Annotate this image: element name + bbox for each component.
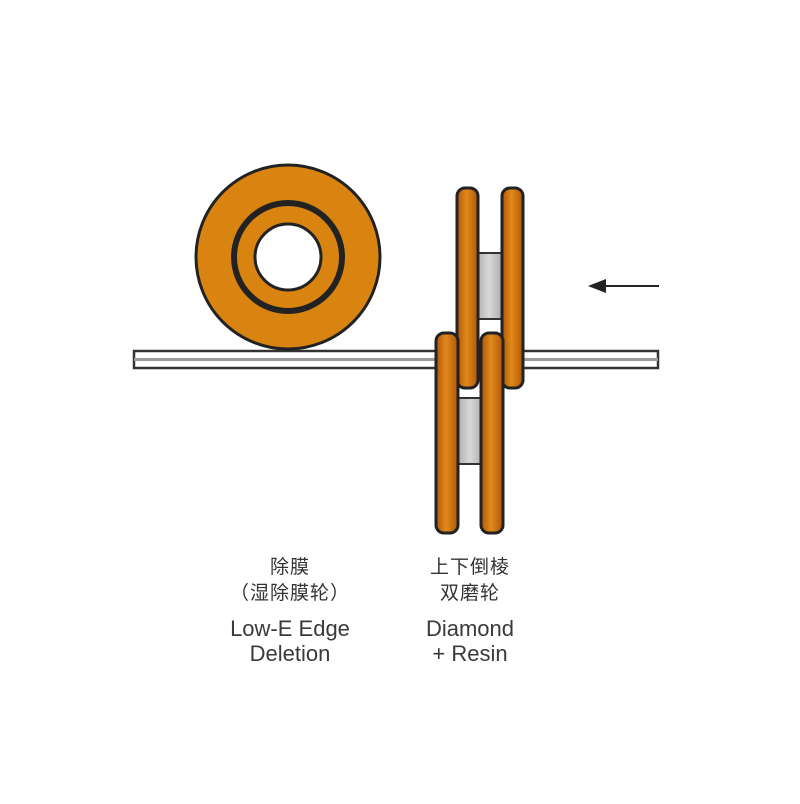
lower-disc-left xyxy=(434,331,460,535)
grinding-wheel-zh-title: 上下倒棱 xyxy=(429,556,510,578)
grinding-wheel-zh-subtitle: 双磨轮 xyxy=(439,582,500,604)
edge-deletion-wheel xyxy=(194,163,382,351)
lower-grinding-wheel xyxy=(434,331,505,535)
arrow-left-icon xyxy=(588,279,659,293)
edge-deletion-zh-subtitle: （湿除膜轮） xyxy=(229,582,350,604)
grinding-wheel-label: 上下倒棱 双磨轮 Diamond + Resin xyxy=(370,554,570,666)
edge-deletion-zh-title: 除膜 xyxy=(269,556,310,578)
grinding-wheel-en-line2: + Resin xyxy=(432,641,508,666)
edge-deletion-en-line2: Deletion xyxy=(249,641,331,666)
edge-deletion-en-line1: Low-E Edge xyxy=(230,616,350,641)
deletion-wheel-hole xyxy=(253,222,323,292)
upper-grinding-wheel xyxy=(455,186,525,390)
grinding-wheel-en-line1: Diamond xyxy=(425,616,515,641)
lower-disc-right xyxy=(479,331,505,535)
edge-deletion-label: 除膜 （湿除膜轮） Low-E Edge Deletion xyxy=(190,554,390,666)
upper-disc-right xyxy=(500,186,525,390)
deletion-wheel-ring xyxy=(231,200,345,314)
glass-sheet xyxy=(132,349,660,370)
upper-disc-left xyxy=(455,186,480,390)
